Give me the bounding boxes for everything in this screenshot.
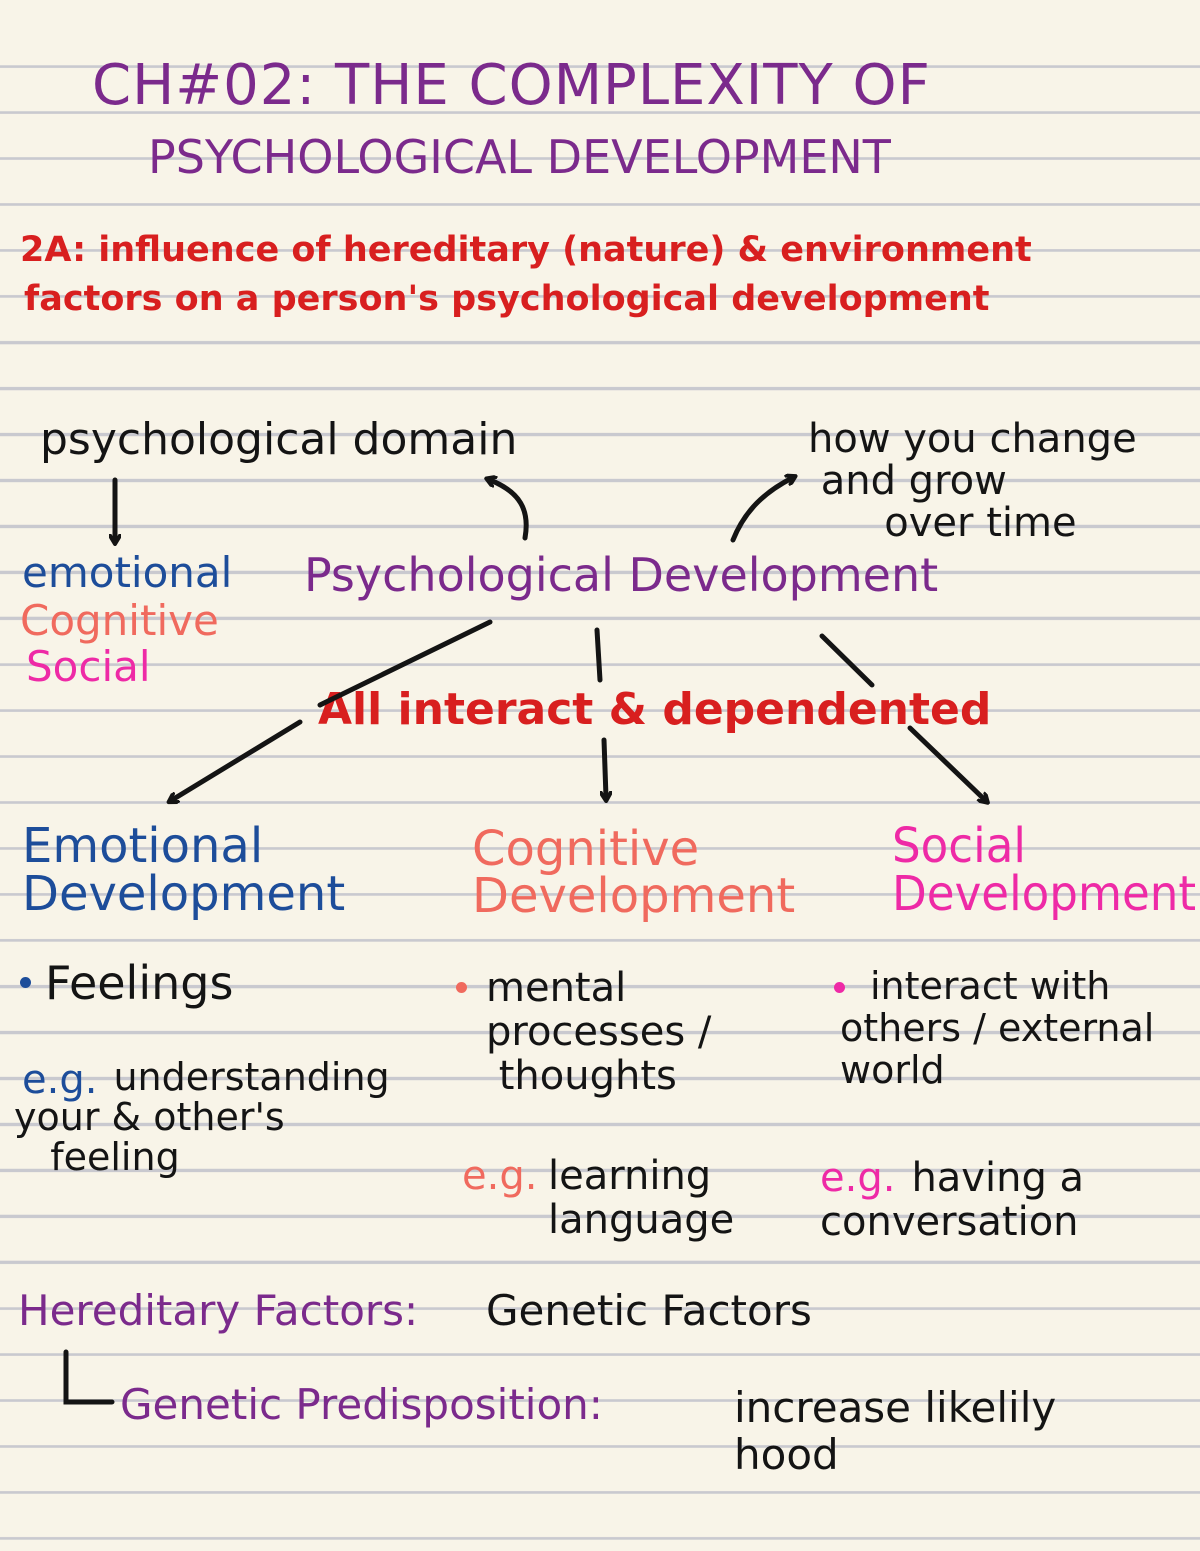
domain-social: Social (26, 642, 151, 691)
social-bullet-text: interact with others / external world (840, 964, 1155, 1092)
connector-left (317, 619, 493, 708)
how-you-change-note: how you change and grow over time (808, 416, 1137, 546)
psychological-domain-label: psychological domain (40, 414, 518, 465)
bullet-dot (834, 982, 845, 993)
page-title-line1: CH#02: THE COMPLEXITY OF (92, 53, 931, 118)
emotional-bullet-text: Feelings (45, 956, 234, 1010)
social-eg-label: e.g. (820, 1155, 896, 1201)
section-heading-line2: factors on a person's psychological deve… (24, 279, 990, 319)
connector-center (594, 627, 603, 683)
hereditary-factors-value: Genetic Factors (486, 1286, 812, 1335)
emotional-bullet: Feelings (20, 960, 233, 1006)
bullet-dot (20, 977, 31, 988)
social-example: having a conversation (820, 1155, 1085, 1245)
bullet-dot (456, 982, 467, 993)
genetic-predisposition-value: increase likelily hood (734, 1383, 1057, 1480)
arrow-to-cognitive (604, 737, 606, 797)
heading-social-development: Social Development (892, 818, 1197, 922)
arrow-to-social (907, 725, 985, 800)
arrow-to-emotional (172, 719, 303, 800)
cognitive-example: learning language (548, 1153, 735, 1243)
genetic-predisposition-label: Genetic Predisposition: (120, 1380, 603, 1429)
emotional-example: understanding your & other's feeling (14, 1055, 390, 1179)
hereditary-factors-label: Hereditary Factors: (18, 1286, 419, 1335)
central-concept: Psychological Development (304, 548, 939, 602)
heading-emotional-development: Emotional Development (22, 818, 346, 922)
domain-emotional: emotional (22, 548, 233, 597)
footer-hook-line (63, 1349, 115, 1405)
arrow-to-how-change (730, 478, 792, 543)
emotional-eg-label: e.g. (22, 1057, 98, 1103)
arrow-to-psych-domain (490, 480, 529, 541)
connector-right (819, 633, 875, 688)
heading-cognitive-development: Cognitive Development (472, 821, 796, 925)
page-title-line2: PSYCHOLOGICAL DEVELOPMENT (148, 130, 891, 184)
domain-cognitive: Cognitive (20, 596, 219, 645)
section-heading-line1: 2A: influence of hereditary (nature) & e… (20, 230, 1032, 270)
cognitive-eg-label: e.g. (462, 1153, 538, 1199)
cognitive-bullet-text: mental processes / thoughts (486, 965, 712, 1099)
interaction-note: All interact & dependented (318, 684, 992, 735)
